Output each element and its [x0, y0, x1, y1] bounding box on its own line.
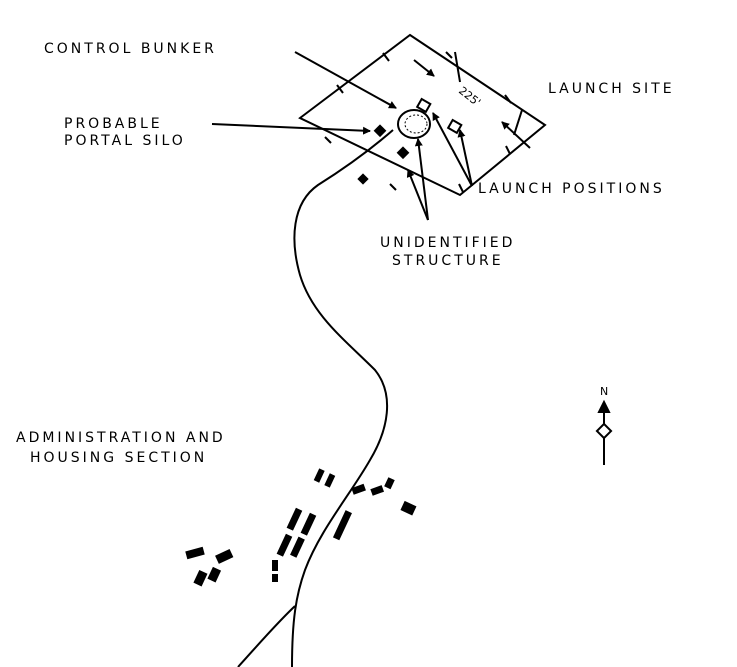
probable-portal-silo-label-line2: PORTAL SILO	[64, 133, 186, 149]
administration-label-line2: HOUSING SECTION	[30, 450, 208, 466]
north-label: N	[600, 385, 608, 398]
unidentified-structure-marker	[396, 146, 410, 160]
leader-arrows	[211, 51, 473, 221]
portal-silo-icon	[397, 109, 431, 139]
unidentified-structure-label-line1: UNIDENTIFIED	[380, 235, 516, 251]
launch-site-label: LAUNCH SITE	[548, 81, 675, 97]
probable-portal-silo-label-line1: PROBABLE	[64, 116, 163, 132]
launch-position-1	[415, 97, 432, 114]
housing-buildings	[185, 468, 417, 587]
boundary-structure-marker	[357, 173, 369, 185]
launch-site-boundary	[298, 33, 547, 197]
control-bunker-label: CONTROL BUNKER	[44, 41, 217, 57]
launch-positions-label: LAUNCH POSITIONS	[478, 181, 665, 197]
probable-portal-silo-marker	[373, 124, 387, 138]
administration-label-line1: ADMINISTRATION AND	[16, 430, 226, 446]
dimension-marker	[413, 51, 531, 149]
unidentified-structure-label-line2: STRUCTURE	[392, 253, 504, 269]
dimension-label: 225'	[456, 84, 483, 109]
access-road-branch	[237, 605, 296, 667]
boundary-tick-marks	[324, 51, 512, 193]
access-road	[291, 129, 394, 667]
north-arrow	[595, 399, 613, 465]
